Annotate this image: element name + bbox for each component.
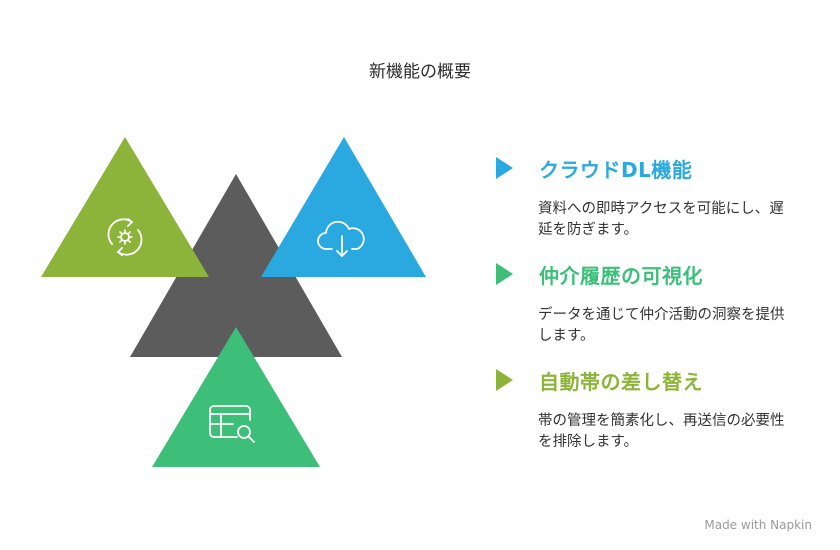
feature-item-cloud-download: クラウドDL機能 資料への即時アクセスを可能にし、遅延を防ぎます。 (496, 153, 816, 241)
right-triangle (261, 137, 426, 277)
page-title: 新機能の概要 (369, 62, 471, 82)
feature-description: データを通じて仲介活動の洞察を提供します。 (538, 307, 785, 344)
feature-description: 資料への即時アクセスを可能にし、遅延を防ぎます。 (538, 201, 784, 238)
feature-item-history: 仲介履歴の可視化 データを通じて仲介活動の洞察を提供します。 (496, 259, 816, 347)
refresh-gear-icon (107, 218, 143, 256)
center-triangle (130, 174, 342, 357)
play-arrow-icon (496, 263, 513, 285)
branding-text: Made with Napkin (704, 518, 812, 532)
feature-description: 帯の管理を簡素化し、再送信の必要性を排除します。 (538, 413, 785, 450)
feature-heading: 仲介履歴の可視化 (539, 263, 703, 288)
napkin-branding: Made with Napkin (704, 518, 812, 532)
play-arrow-icon (496, 369, 513, 391)
feature-heading: クラウドDL機能 (539, 157, 693, 182)
feature-heading: 自動帯の差し替え (539, 369, 703, 394)
feature-item-auto-band: 自動帯の差し替え 帯の管理を簡素化し、再送信の必要性を排除します。 (496, 365, 816, 453)
cloud-download-icon (317, 220, 365, 257)
bottom-triangle (152, 327, 320, 467)
left-triangle (41, 137, 209, 277)
table-search-icon (209, 405, 255, 443)
play-arrow-icon (496, 157, 513, 179)
